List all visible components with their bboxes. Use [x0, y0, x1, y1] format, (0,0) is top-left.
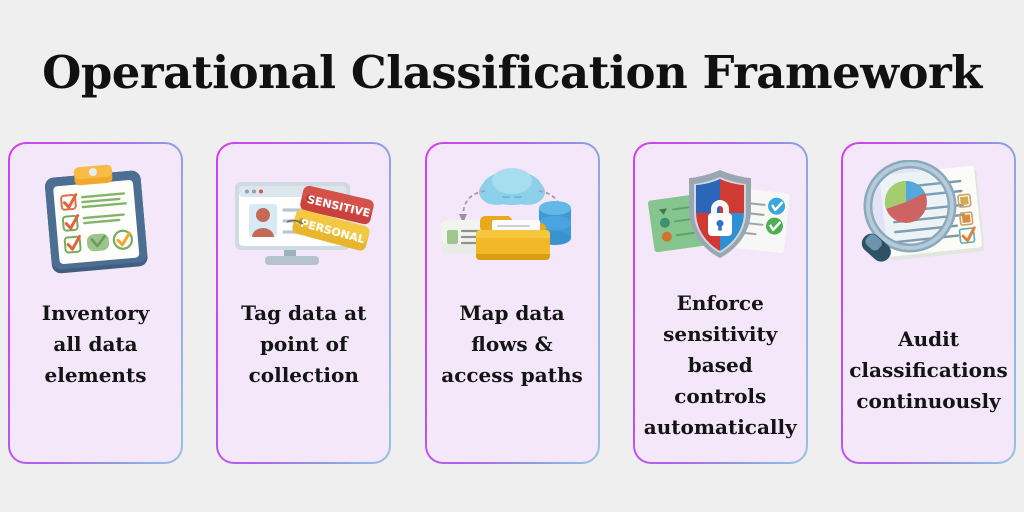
card-enforcement-label: Enforce sensitivity based controls autom… [643, 291, 797, 439]
card-audit[interactable]: Audit classifications continuously [841, 142, 1016, 464]
shield-lock-documents-icon [645, 160, 795, 278]
card-row: Inventory all data elements [8, 142, 1016, 464]
cloud-folder-database-flow-icon [437, 160, 587, 278]
magnifier-report-piechart-icon [854, 160, 1004, 278]
card-audit-inner: Audit classifications continuously [843, 144, 1014, 462]
card-audit-label: Audit classifications continuously [849, 327, 1008, 413]
card-inventory-label: Inventory all data elements [41, 301, 150, 387]
page-title: Operational Classification Framework [42, 46, 982, 99]
card-tagging-inner: SENSITIVE PERSONAL Tag data at poin [218, 144, 390, 462]
card-enforcement-inner: Enforce sensitivity based controls autom… [634, 144, 806, 462]
card-inventory-inner: Inventory all data elements [10, 144, 181, 462]
clipboard-checklist-icon [21, 160, 171, 278]
card-mapping-inner: Map data flows & access paths [426, 144, 598, 462]
monitor-profile-tags-icon: SENSITIVE PERSONAL [229, 160, 379, 278]
card-enforcement[interactable]: Enforce sensitivity based controls autom… [632, 142, 808, 464]
card-mapping[interactable]: Map data flows & access paths [424, 142, 600, 464]
card-tagging[interactable]: SENSITIVE PERSONAL Tag data at poin [216, 142, 392, 464]
card-inventory[interactable]: Inventory all data elements [8, 142, 183, 464]
card-tagging-label: Tag data at point of collection [241, 301, 367, 387]
card-mapping-label: Map data flows & access paths [441, 301, 583, 387]
